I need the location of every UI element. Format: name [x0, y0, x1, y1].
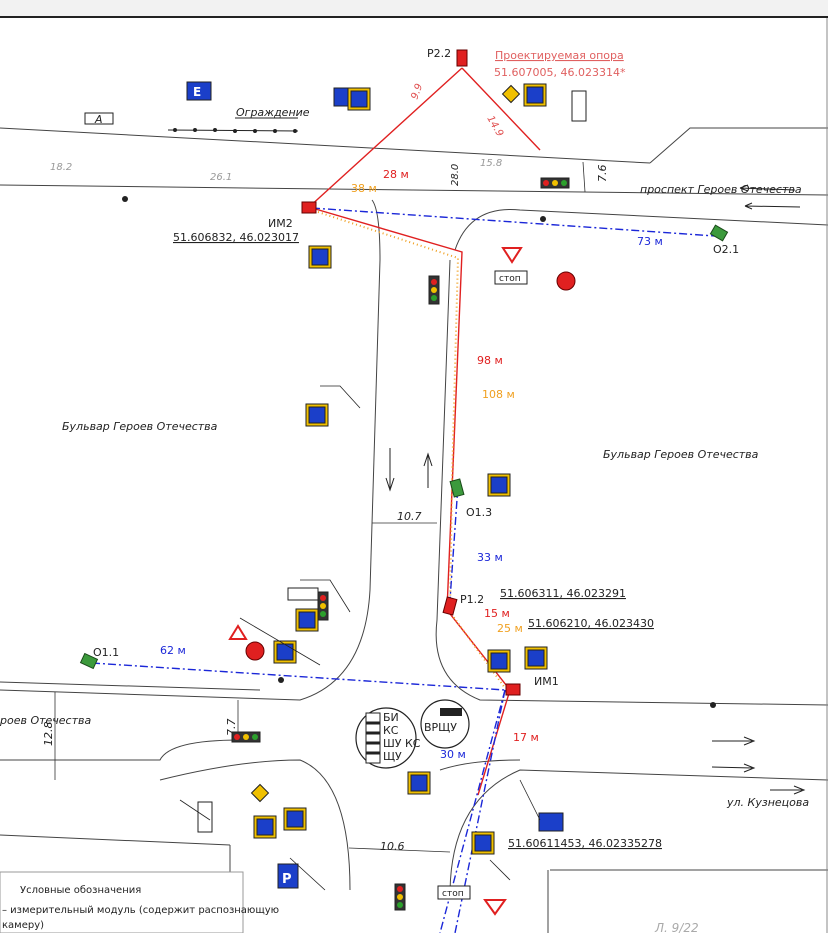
sign-p-text: Р — [282, 872, 292, 887]
o21-module — [709, 224, 729, 242]
top-toolbar — [0, 0, 828, 16]
dim-7-6: 7.6 — [596, 165, 609, 183]
stop-label-1: стоп — [499, 274, 521, 284]
projected-support-title: Проектируемая опора — [495, 49, 624, 62]
fence-label: Ограждение — [236, 106, 310, 119]
legend-title: Условные обозначения — [20, 885, 141, 896]
street-left-bottom: роев Отечества — [0, 714, 91, 727]
im2-module — [301, 201, 317, 214]
street-bulvar-left: Бульвар Героев Отечества — [62, 420, 218, 433]
o21-label: О2.1 — [713, 243, 739, 256]
dist-28: 28 м — [383, 168, 409, 181]
fence — [167, 117, 299, 133]
road-edges — [0, 127, 828, 933]
cabinet-vrshu: ВРЩУ — [424, 721, 457, 734]
o11-module — [79, 652, 99, 670]
sheet-number: Л. 9/22 — [654, 921, 699, 933]
blue-cable — [91, 207, 716, 933]
dim-15-8: 15.8 — [480, 158, 502, 169]
dist-25: 25 м — [497, 622, 523, 635]
im2-label: ИМ2 — [268, 217, 293, 230]
p12-label: Р1.2 — [460, 593, 484, 606]
cabinet-ks: КС — [383, 724, 399, 737]
im1-module — [505, 683, 521, 696]
dim-14-9: 14.9 — [484, 114, 505, 139]
projected-support-coords: 51.607005, 46.023314* — [494, 66, 626, 79]
zone-box — [84, 112, 114, 125]
survey-marks — [122, 196, 716, 708]
dist-98: 98 м — [477, 354, 503, 367]
street-bulvar-right: Бульвар Героев Отечества — [603, 448, 759, 461]
traffic-plan-drawing: Ограждение А проспект Героев Отечества Б… — [0, 18, 828, 933]
im1-coords: 51.606210, 46.023430 — [528, 617, 654, 630]
p12-module — [442, 596, 458, 616]
red-cable — [307, 67, 541, 796]
dim-28-0: 28.0 — [450, 164, 461, 186]
dimension-lines — [54, 161, 586, 853]
pole-p22-label: Р2.2 — [427, 47, 451, 60]
dist-30: 30 м — [440, 748, 466, 761]
p12-coords: 51.606311, 46.023291 — [500, 587, 626, 600]
legend-item-1: – измерительный модуль (содержит распозн… — [2, 905, 279, 916]
im2-coords: 51.606832, 46.023017 — [173, 231, 299, 244]
bottom-coords: 51.60611453, 46.02335278 — [508, 837, 662, 850]
dist-62: 62 м — [160, 644, 186, 657]
dist-38: 38 м — [351, 182, 377, 195]
dim-10-7: 10.7 — [397, 510, 422, 523]
o13-label: О1.3 — [466, 506, 492, 519]
traffic-light-lamps — [234, 180, 567, 908]
dim-18-2: 18.2 — [50, 162, 72, 173]
im1-label: ИМ1 — [534, 675, 559, 688]
dist-33: 33 м — [477, 551, 503, 564]
cabinet-right — [420, 699, 470, 749]
legend-box — [0, 871, 244, 933]
stop-label-2: стоп — [442, 889, 464, 899]
o11-label: О1.1 — [93, 646, 119, 659]
zone-label: А — [94, 113, 103, 126]
dim-10-6: 10.6 — [380, 840, 405, 853]
frame-top-border — [0, 16, 828, 18]
prohibition-signs — [245, 271, 576, 661]
legend-item-1b: камеру) — [2, 920, 44, 931]
dim-9-9: 9.9 — [409, 82, 425, 101]
dim-12-8: 12.8 — [42, 722, 55, 747]
pole-p22-module — [456, 49, 468, 67]
traffic-lights — [231, 177, 570, 911]
orange-cable — [317, 211, 506, 689]
sign-e-text: Е — [193, 85, 201, 99]
street-kuznetsova: ул. Кузнецова — [726, 796, 809, 809]
cabinet-shu: ЩУ — [383, 750, 402, 763]
direction-arrows — [385, 184, 806, 795]
dist-15: 15 м — [484, 607, 510, 620]
priority-signs — [250, 84, 521, 803]
cabinet-left — [355, 707, 417, 769]
cabinet-shu-ks: ШУ КС — [383, 737, 421, 750]
cabinet-bi: БИ — [383, 711, 399, 724]
stop-plates — [197, 90, 587, 900]
leader-lines — [179, 385, 541, 891]
dist-17: 17 м — [513, 731, 539, 744]
road-signs — [186, 81, 564, 889]
dist-108: 108 м — [482, 388, 515, 401]
dist-73: 73 м — [637, 235, 663, 248]
street-prospect: проспект Героев Отечества — [640, 183, 802, 196]
dim-26-1: 26.1 — [210, 172, 232, 183]
yield-signs — [228, 247, 523, 916]
o13-module — [449, 478, 465, 498]
